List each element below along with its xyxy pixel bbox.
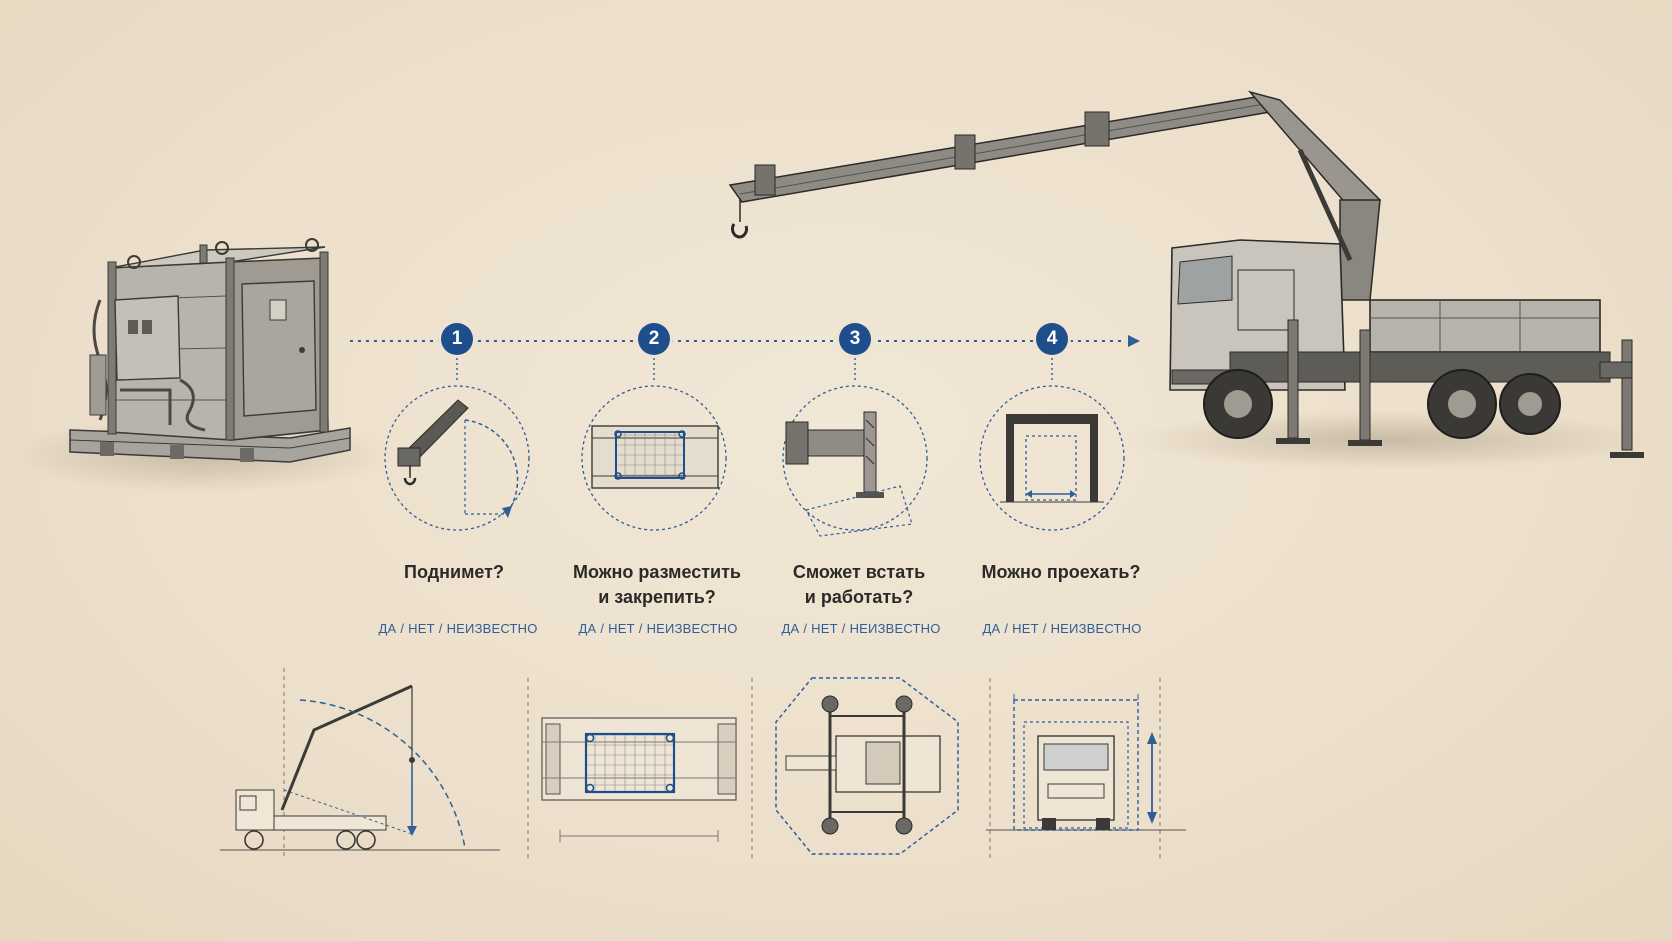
answer-unknown: НЕИЗВЕСТНО [849, 621, 941, 636]
reach-diagram [220, 684, 500, 851]
equipment-module-icon [10, 238, 390, 493]
answer-separator: / [1042, 621, 1047, 636]
clearance-gate-icon [979, 385, 1125, 531]
answer-no: НЕТ [608, 621, 635, 636]
step-1-answers: ДА/НЕТ/НЕИЗВЕСТНО [338, 621, 578, 636]
step-4-question: Можно проехать? [981, 562, 1141, 582]
answer-no: НЕТ [408, 621, 435, 636]
answer-no: НЕТ [1012, 621, 1039, 636]
outrigger-stability-icon [782, 385, 928, 537]
answer-separator: / [638, 621, 643, 636]
outrigger-footprint-diagram [775, 677, 959, 855]
answer-no: НЕТ [811, 621, 838, 636]
step-4-badge: 4 [1036, 323, 1068, 355]
answer-separator: / [1004, 621, 1009, 636]
step-1-question: Поднимет? [404, 562, 504, 582]
height-clearance-diagram [986, 694, 1186, 831]
answer-yes: ДА [781, 621, 800, 636]
answer-separator: / [803, 621, 808, 636]
step-3-answers: ДА/НЕТ/НЕИЗВЕСТНО [741, 621, 981, 636]
step-3-badge: 3 [839, 323, 871, 355]
answer-separator: / [600, 621, 605, 636]
answer-separator: / [400, 621, 405, 636]
step-1-badge: 1 [441, 323, 473, 355]
flow-line [350, 335, 1140, 347]
badge-connectors [456, 358, 1053, 382]
step-4-answers: ДА/НЕТ/НЕИЗВЕСТНО [942, 621, 1182, 636]
step-2-answers: ДА/НЕТ/НЕИЗВЕСТНО [538, 621, 778, 636]
step-2-badge: 2 [638, 323, 670, 355]
answer-unknown: НЕИЗВЕСТНО [446, 621, 538, 636]
answer-yes: ДА [578, 621, 597, 636]
lift-capacity-icon [384, 385, 530, 531]
arrow-head-icon [1128, 335, 1140, 347]
answer-yes: ДА [378, 621, 397, 636]
answer-unknown: НЕИЗВЕСТНО [1050, 621, 1142, 636]
crane-truck-icon [728, 90, 1650, 470]
answer-separator: / [438, 621, 443, 636]
step-2-question: Можно разместить и закрепить? [573, 562, 741, 607]
deck-layout-diagram [541, 717, 737, 842]
answer-separator: / [841, 621, 846, 636]
deck-placement-icon [581, 385, 727, 531]
step-3-question: Сможет встать и работать? [792, 562, 926, 607]
answer-unknown: НЕИЗВЕСТНО [646, 621, 738, 636]
answer-yes: ДА [982, 621, 1001, 636]
